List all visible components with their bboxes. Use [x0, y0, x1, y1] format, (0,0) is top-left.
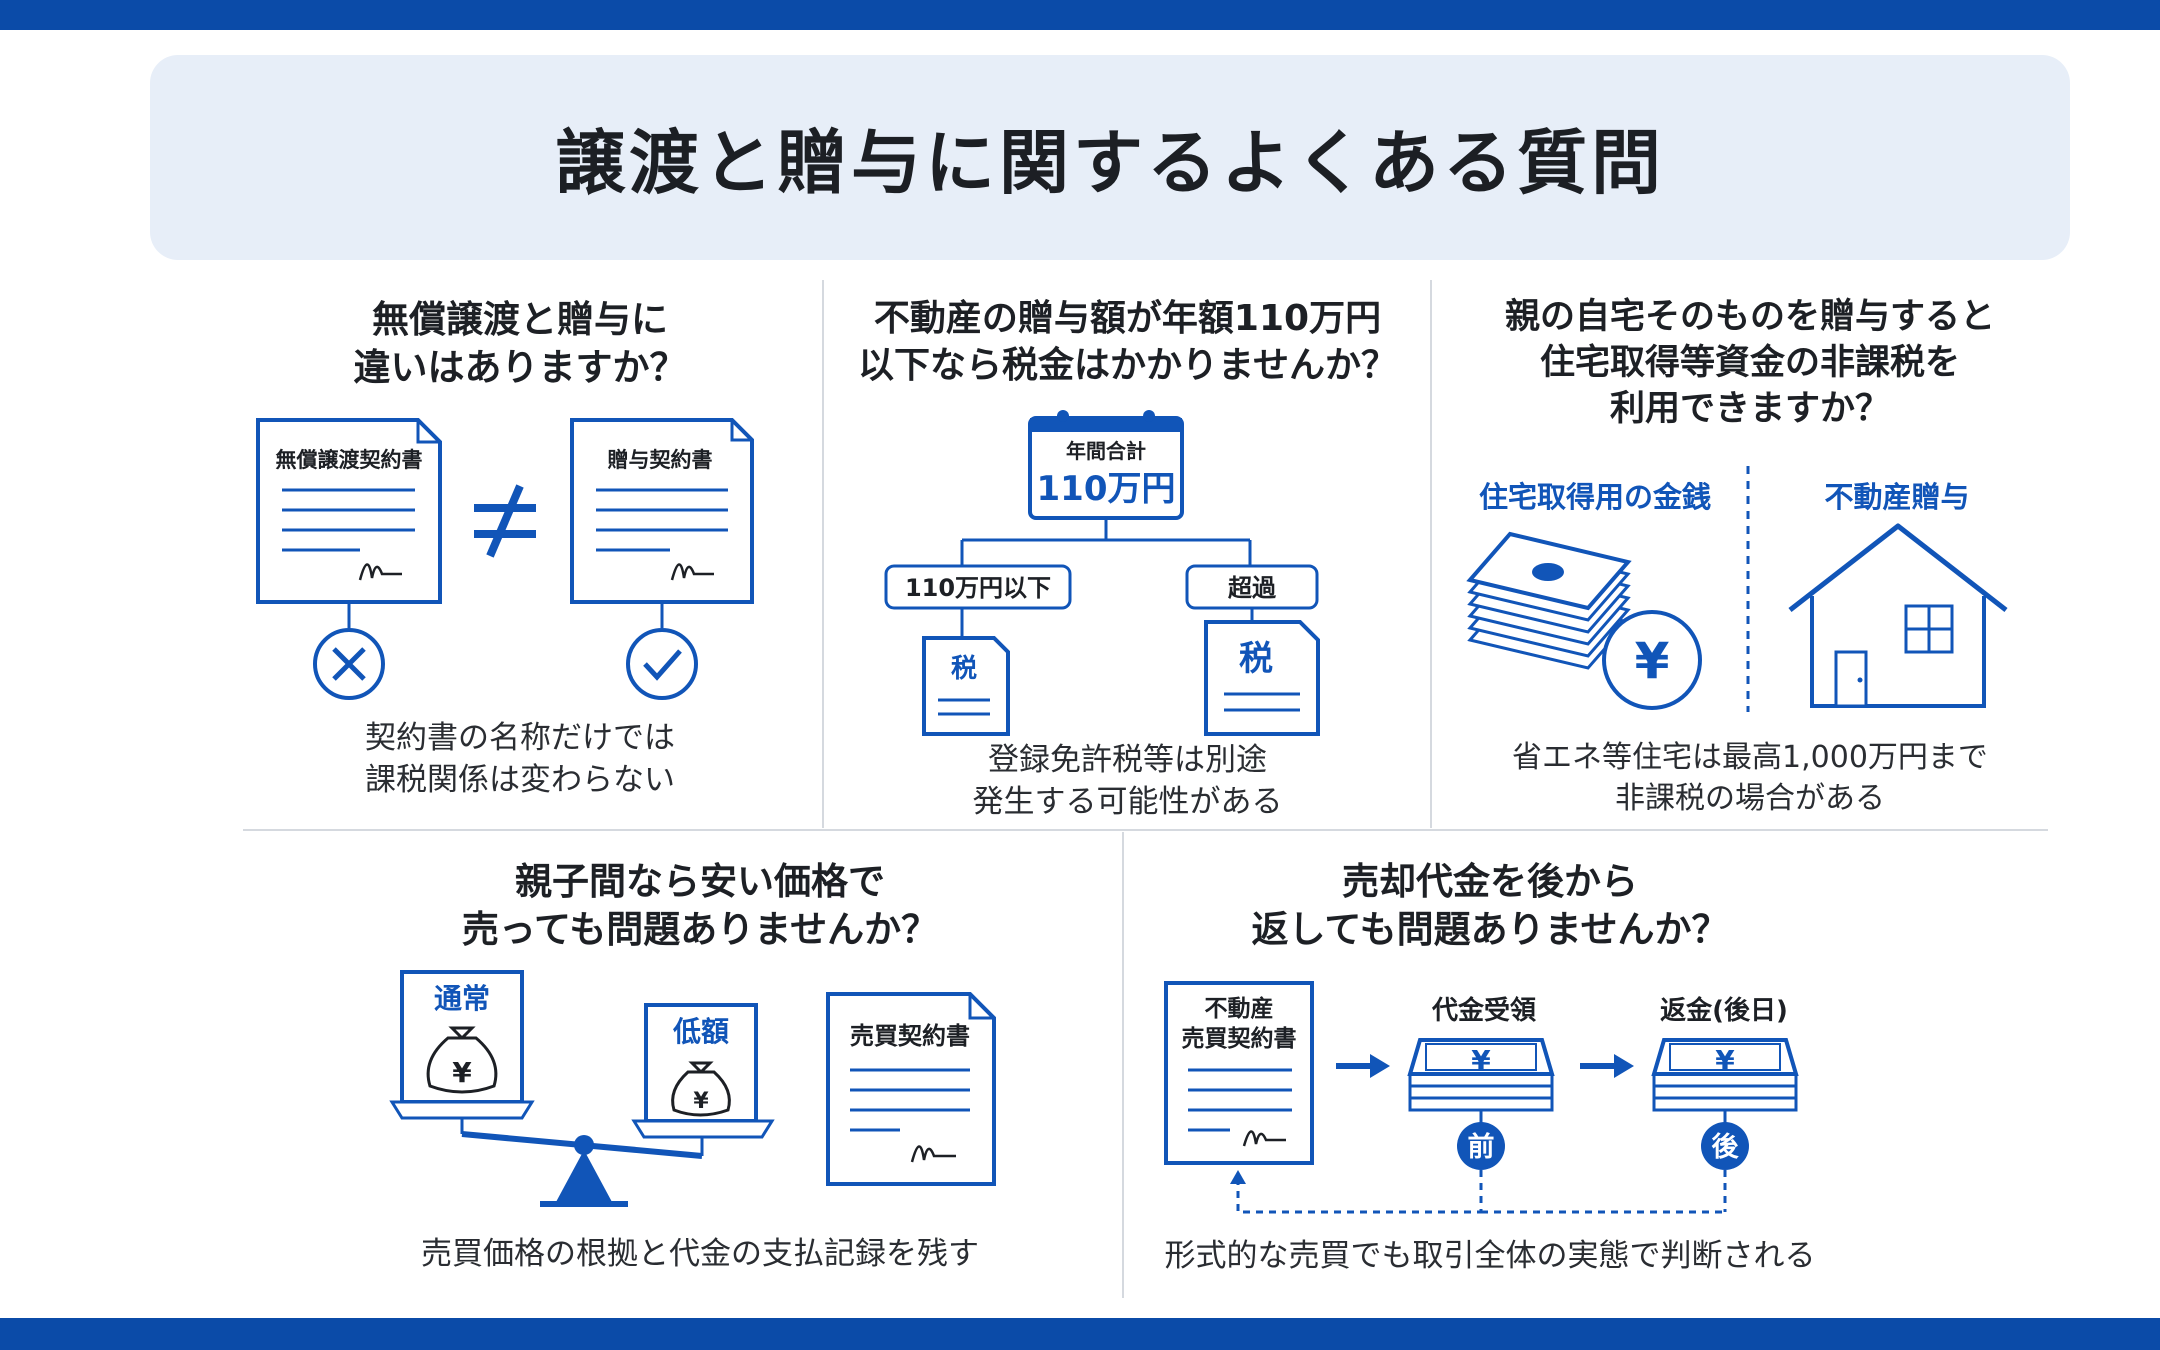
panel5-question-line2: 返しても問題ありませんか？ [1251, 908, 1729, 952]
panel2-caption: 登録免許税等は別途 発生する可能性がある [830, 740, 1425, 824]
divider-vertical-2 [1430, 280, 1432, 828]
cross-icon [313, 628, 385, 700]
money-bag-icon [671, 1061, 731, 1117]
arrow-right-icon [1580, 1054, 1634, 1078]
money-stack-icon [1407, 1038, 1555, 1112]
panel1-caption-line2: 課税関係は変わらない [365, 761, 675, 798]
tax-document-icon [1204, 620, 1320, 736]
panel1-question-line1: 無償譲渡と贈与に [372, 298, 668, 341]
document-icon [570, 418, 754, 604]
doc-left-title: 無償譲渡契約書 [276, 448, 423, 472]
money-stack-icon [1466, 531, 1632, 670]
panel3-caption-line1: 省エネ等住宅は最高1,000万円まで [1512, 740, 1988, 775]
tax-document-icon [922, 636, 1010, 736]
money-bag-yen-low: ¥ [693, 1089, 709, 1114]
panel3-question: 親の自宅そのものを贈与すると 住宅取得等資金の非課税を 利用できますか？ [1440, 294, 2060, 433]
panel2-question: 不動産の贈与額が年額110万円 以下なら税金はかかりませんか？ [830, 296, 1425, 390]
arrow-right-icon [1336, 1054, 1390, 1078]
panel2-caption-line2: 発生する可能性がある [972, 783, 1283, 820]
page-title: 譲渡と贈与に関するよくある質問 [555, 122, 1665, 204]
panel3-label-money: 住宅取得用の金銭 [1478, 480, 1711, 514]
panel5-question: 売却代金を後から 返しても問題ありませんか？ [1150, 858, 1830, 954]
document-icon [826, 992, 996, 1186]
document-icon [256, 418, 442, 604]
doc-right-title: 贈与契約書 [608, 448, 713, 472]
panel5-caption: 形式的な売買でも取引全体の実態で判断される [1164, 1238, 1816, 1274]
panel1-caption-line1: 契約書の名称だけでは [365, 720, 675, 756]
step2-label: 返金(後日) [1660, 995, 1788, 1026]
divider-vertical-1 [822, 280, 824, 828]
panel1-question-line2: 違いはありますか？ [353, 346, 687, 390]
contract-doc-title: 売買契約書 [850, 1022, 970, 1050]
check-icon [626, 628, 698, 700]
money-stack-icon [1651, 1038, 1799, 1112]
step1-label: 代金受領 [1431, 995, 1536, 1026]
panel5-question-line1: 売却代金を後から [1342, 860, 1638, 903]
panel1-caption: 契約書の名称だけでは 課税関係は変わらない [240, 718, 800, 802]
panel3-question-line3: 利用できますか？ [1609, 389, 1890, 430]
money-stack-yen-1: ¥ [1471, 1044, 1491, 1077]
panel2-question-line1: 不動産の贈与額が年額110万円 [873, 298, 1382, 339]
badge-after-label: 後 [1712, 1132, 1740, 1163]
branch-right-label: 超過 [1228, 574, 1277, 602]
branch-left-label: 110万円以下 [905, 574, 1051, 602]
calendar-icon [1028, 410, 1184, 520]
branch-left-box [884, 564, 1072, 610]
doc-line1: 不動産 [1205, 995, 1274, 1022]
badge-after [1701, 1122, 1749, 1170]
money-stack-yen-2: ¥ [1715, 1044, 1735, 1077]
panel4-question: 親子間なら安い価格で 売っても問題ありませんか？ [330, 858, 1070, 954]
calendar-value: 110万円 [1037, 469, 1176, 509]
yen-coin-icon [1602, 610, 1702, 710]
calendar-label: 年間合計 [1066, 439, 1146, 463]
yen-coin-symbol: ¥ [1635, 632, 1670, 690]
panel3-question-line2: 住宅取得等資金の非課税を [1539, 343, 1960, 384]
doc-line2: 売買契約書 [1182, 1025, 1297, 1052]
money-bag-yen-normal: ¥ [452, 1056, 472, 1089]
tax-small-label: 税 [951, 654, 977, 684]
balance-scale-icon [389, 970, 775, 1207]
badge-before [1457, 1122, 1505, 1170]
card-normal-label: 通常 [434, 982, 490, 1015]
panel2-question-line2: 以下なら税金はかかりませんか？ [858, 344, 1397, 386]
panel3-question-line1: 親の自宅そのものを贈与すると [1504, 297, 1995, 337]
panel4-caption: 売買価格の根拠と代金の支払記録を残す [421, 1236, 979, 1272]
panel3-label-real-estate: 不動産贈与 [1824, 480, 1970, 514]
tax-large-label: 税 [1239, 639, 1273, 679]
money-bag-icon [426, 1026, 498, 1094]
divider-vertical-3 [1122, 832, 1124, 1298]
badge-before-label: 前 [1468, 1131, 1495, 1163]
house-icon [1788, 523, 2008, 708]
top-frame-bar [0, 0, 2160, 30]
panel4-question-line2: 売っても問題ありませんか？ [461, 908, 939, 952]
title-banner: 譲渡と贈与に関するよくある質問 [150, 55, 2070, 260]
panel4-question-line1: 親子間なら安い価格で [515, 860, 885, 903]
bottom-frame-bar [0, 1318, 2160, 1350]
panel2-caption-line1: 登録免許税等は別途 [988, 742, 1267, 778]
document-icon [1164, 981, 1314, 1165]
panel3-caption-line2: 非課税の場合がある [1615, 780, 1885, 816]
panel1-question: 無償譲渡と贈与に 違いはありますか？ [240, 296, 800, 392]
not-equal-icon [474, 484, 536, 558]
card-low-label: 低額 [672, 1015, 729, 1048]
panel3-caption: 省エネ等住宅は最高1,000万円まで 非課税の場合がある [1440, 738, 2060, 819]
divider-horizontal [243, 829, 2048, 831]
